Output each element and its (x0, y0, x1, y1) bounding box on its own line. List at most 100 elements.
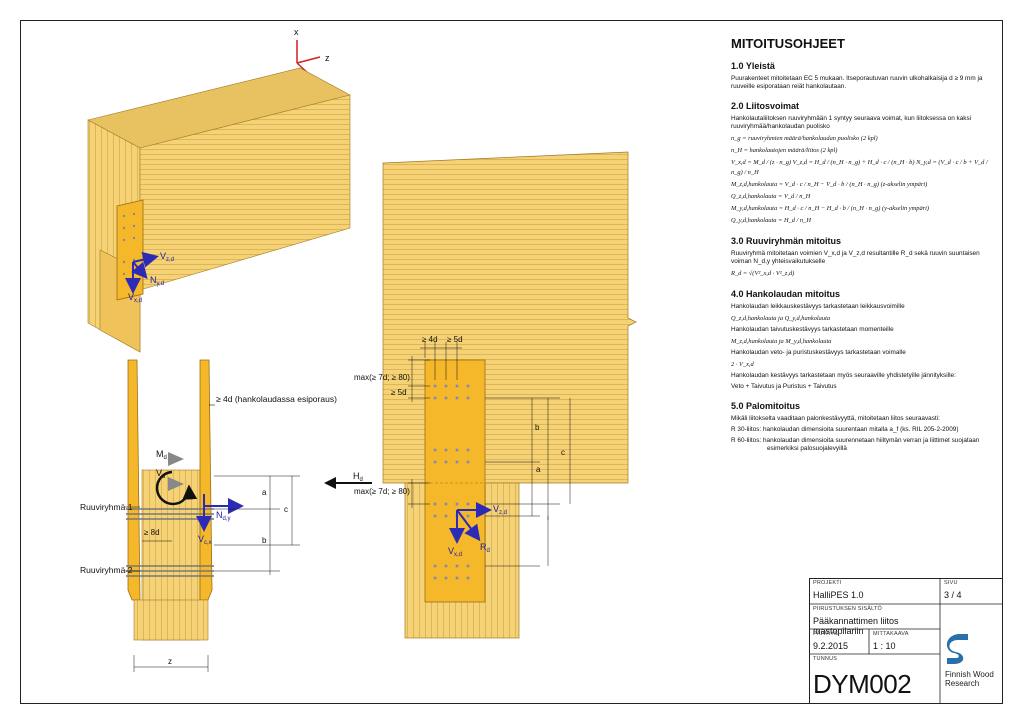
tb-content-cell: PIIRUSTUKSEN SISÄLTÖ Pääkannattimen liit… (810, 605, 941, 636)
section-1-title: 1.0 Yleistä (731, 61, 775, 71)
section-dim-c: c (284, 505, 288, 514)
elev-rd-arrow (456, 509, 481, 542)
elevation-beam (382, 151, 637, 484)
top-4d-label: ≥ 4d (422, 335, 438, 344)
group1-label: Ruuviryhmä 1 (80, 502, 133, 512)
eq-forces: V_x,d = M_d / (z · n_g) V_z,d = H_d / (n… (731, 159, 988, 176)
section-3-text: Ruuviryhmä mitoitetaan voimien V_x,d ja … (731, 250, 980, 265)
tb-scale-cell: MITTAKAAVA 1 : 10 (870, 630, 941, 655)
isometric-view: Vz,d Ny,d Vx,d (87, 67, 351, 353)
section-4-text-1b: Q_z,d,hankolauta ja Q_y,d,hankolauta (731, 315, 831, 322)
top-5d-label: ≥ 5d (447, 335, 463, 344)
eq-my-note: (y-akselin ympäri) (882, 205, 930, 212)
elev-dim-a: a (536, 465, 541, 474)
tb-id-cell: TUNNUS DYM002 (810, 655, 941, 705)
tb-scale-caption: MITTAKAAVA (873, 631, 909, 637)
tb-content-value: Pääkannattimen liitos mastopilariin (813, 616, 899, 636)
ndy-label: Nd,y (216, 510, 231, 522)
iso-ny-arrow (131, 261, 148, 280)
max-upper-label: max(≥ 7d; ≥ 80) (354, 373, 410, 382)
section-vertical-dims (214, 475, 300, 575)
section-5-text-2: R 30-liitos: hankolaudan dimensioita suu… (731, 426, 959, 433)
eq-mz-note: (z-akselin ympäri) (880, 181, 928, 188)
section-view: ≥ 4d (hankolaudassa esiporaus) Md Vd Nd,… (80, 359, 337, 672)
x-axis-label: x (294, 27, 299, 37)
z-axis-line (296, 56, 321, 64)
instructions-panel: MITOITUSOHJEET 1.0 Yleistä Puurakenteet … (731, 36, 989, 456)
tb-page-caption: SIVU (944, 580, 958, 586)
md-arrow (168, 452, 184, 466)
elev-vx-label: Vx,d (448, 546, 462, 558)
sheet-frame (20, 20, 1003, 704)
min8d-label: ≥ 8d (144, 528, 160, 537)
elevation-screws-upper (433, 384, 470, 464)
section-right-board (199, 359, 213, 601)
elevation-left-dims (408, 356, 430, 508)
max-lower-label: max(≥ 7d; ≥ 80) (354, 487, 410, 496)
eq-qz: Q_z,d,hankolauta = V_d / n_H (731, 193, 811, 200)
tb-content-caption: PIIRUSTUKSEN SISÄLTÖ (813, 606, 882, 612)
section-3-title: 3.0 Ruuviryhmän mitoitus (731, 236, 842, 246)
left-5d-label: ≥ 5d (391, 388, 407, 397)
elev-dim-b: b (535, 423, 540, 432)
tb-id-caption: TUNNUS (813, 656, 838, 662)
section-column (133, 599, 209, 641)
elevation-view: ≥ 4d ≥ 5d max(≥ 7d; ≥ 80) ≥ 5d max(≥ 7d;… (324, 151, 637, 639)
elevation-board (424, 359, 486, 603)
section-4-text-2: Hankolaudan taivutuskestävyys tarkasteta… (731, 326, 894, 333)
section-4-text-4b: Veto + Taivutus ja Puristus + Taivutus (731, 383, 837, 390)
tb-date-value: 9.2.2015 (813, 641, 849, 651)
section-5-title: 5.0 Palomitoitus (731, 401, 801, 411)
logo-line-2: Research (945, 679, 980, 688)
section-4-text-3b: 2 · V_x,d (731, 361, 754, 368)
section-4-text-4: Hankolaudan kestävyys tarkastetaan myös … (731, 372, 956, 379)
hd-label: Hd (353, 471, 363, 483)
iso-vz-label: Vz,d (160, 251, 174, 263)
section-left-board (127, 359, 141, 601)
title-block: PROJEKTI HalliPES 1.0 SIVU 3 / 4 PIIRUST… (809, 578, 1003, 704)
iso-ny-label: Ny,d (150, 275, 164, 287)
tb-date-cell: PÄIVÄYS 9.2.2015 (810, 630, 870, 655)
eq-mz-formula: M_z,d,hankolauta = V_d · c / n_H − V_d ·… (731, 181, 879, 188)
elevation-right-dims (485, 397, 571, 567)
tb-project-cell: PROJEKTI HalliPES 1.0 (810, 579, 941, 605)
section-4-text-1: Hankolaudan leikkauskestävyys tarkasteta… (731, 303, 905, 310)
gap-label: ≥ 4d (hankolaudassa esiporaus) (216, 394, 337, 404)
tb-project-caption: PROJEKTI (813, 580, 842, 586)
section-4-text-2b: M_z,d,hankolauta ja M_y,d,hankolauta (731, 338, 832, 345)
section-2-text: Hankolautaliitoksen ruuviryhmään 1 synty… (731, 115, 972, 130)
tb-date-caption: PÄIVÄYS (813, 631, 838, 637)
titleblock-grid (809, 578, 1003, 704)
tb-project-value: HalliPES 1.0 (813, 590, 864, 600)
group2-label: Ruuviryhmä 2 (80, 565, 133, 575)
elev-dim-c-upper: c (561, 448, 565, 457)
eq-my-formula: M_y,d,hankolauta = H_d · c / n_H − H_d ·… (731, 205, 881, 212)
vd-arrow (168, 477, 184, 491)
md-label: Md (156, 449, 167, 461)
section-5-text-1: Mikäli liitokselta vaaditaan palonkestäv… (731, 415, 940, 422)
section-4-text-3: Hankolaudan veto- ja puristuskestävyys t… (731, 349, 906, 356)
vd-label: Vd (156, 468, 165, 480)
section-dim-b: b (262, 536, 267, 545)
iso-vz-arrow (132, 251, 159, 268)
eq-my: M_y,d,hankolauta = H_d · c / n_H − H_d ·… (731, 204, 989, 214)
section-dim-z: z (168, 657, 172, 666)
section-1-text: Puurakenteet mitoitetaan EC 5 mukaan. It… (731, 75, 983, 90)
z-axis-label: z (325, 53, 330, 63)
elevation-top-dims (420, 342, 462, 380)
section-4-title: 4.0 Hankolaudan mitoitus (731, 289, 841, 299)
tb-page-value: 3 / 4 (944, 590, 962, 600)
tb-page-cell: SIVU 3 / 4 (941, 579, 1004, 605)
eq-nh: n_H = hankolautojen määrä/liitos (2 kpl) (731, 147, 838, 154)
tb-id-value: DYM002 (813, 669, 912, 699)
logo-line-1: Finnish Wood (945, 670, 994, 679)
iso-vx-label: Vx,d (128, 292, 142, 304)
section-screws-group2 (126, 565, 214, 577)
section-2-title: 2.0 Liitosvoimat (731, 101, 800, 111)
section-5-text-3: R 60-liitos: hankolaudan dimensioita suu… (731, 437, 980, 452)
eq-ng: n_g = ruuviryhmien määrä/hankolaudan puo… (731, 135, 878, 142)
moment-arc (155, 470, 198, 506)
section-dim-a: a (262, 488, 267, 497)
